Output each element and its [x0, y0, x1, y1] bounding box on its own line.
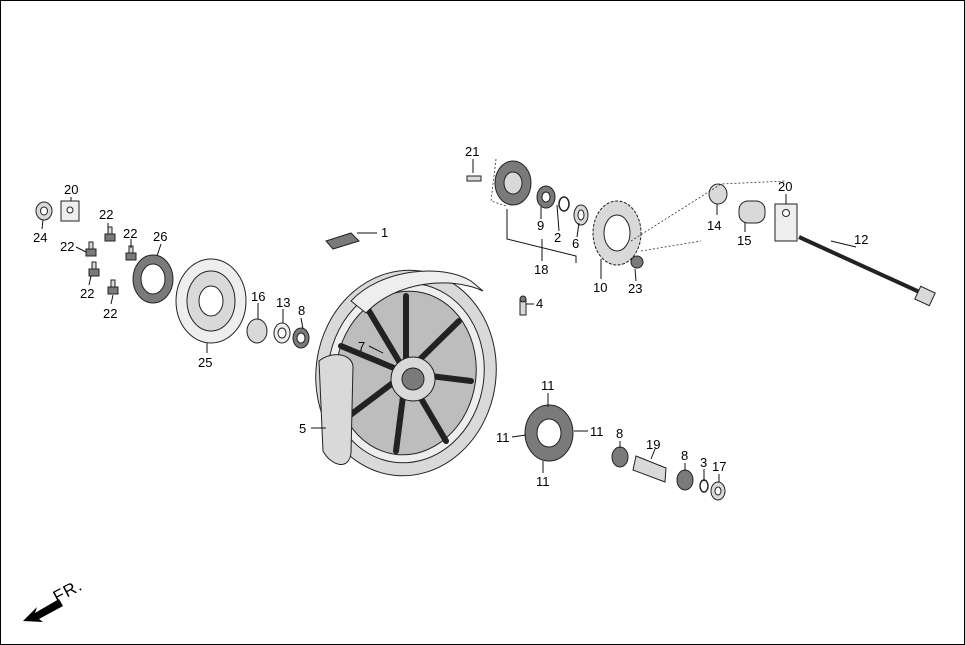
callout-8-left: 8 [298, 303, 305, 318]
part-4-bolt [519, 295, 527, 316]
part-8-bearing-mid [611, 446, 629, 468]
part-13-bearing [273, 322, 291, 344]
callout-21: 21 [465, 144, 479, 159]
callout-15: 15 [737, 233, 751, 248]
callout-12: 12 [854, 232, 868, 247]
callout-18: 18 [534, 262, 548, 277]
tire-section [318, 354, 354, 465]
part-26-abs-ring [132, 254, 174, 304]
callout-9: 9 [537, 218, 544, 233]
part-15-spacer [738, 200, 766, 224]
callout-20-right: 20 [778, 179, 792, 194]
callout-26: 26 [153, 229, 167, 244]
callout-20-left: 20 [64, 182, 78, 197]
part-23-nut [630, 255, 644, 269]
part-9-bearing [536, 185, 556, 209]
part-8-bearing-left [292, 327, 310, 349]
part-3-circlip [699, 479, 709, 493]
callout-1: 1 [381, 225, 388, 240]
callout-2: 2 [554, 230, 561, 245]
front-direction-label: FR. [50, 575, 86, 606]
callout-labels: 1 2 3 4 5 6 7 8 8 8 9 10 11 11 11 11 12 … [33, 144, 868, 489]
callout-16: 16 [251, 289, 265, 304]
callout-11-right: 11 [590, 424, 604, 439]
part-17-seal [710, 481, 726, 501]
part-8-bearing-right [676, 469, 694, 491]
callout-4: 4 [536, 296, 543, 311]
assembly-guide-lines [490, 158, 787, 252]
part-20-plate-right [774, 203, 798, 242]
callout-7: 7 [358, 339, 365, 354]
rear-wheel [315, 269, 497, 477]
callout-19: 19 [646, 437, 660, 452]
callout-22-c: 22 [123, 226, 137, 241]
callout-8-right: 8 [681, 448, 688, 463]
part-22-bolts [85, 226, 137, 295]
callout-8-mid: 8 [616, 426, 623, 441]
sprocket-hub [494, 160, 532, 206]
part-2-circlip [558, 196, 570, 212]
part-24-nut [35, 201, 53, 221]
callout-23: 23 [628, 281, 642, 296]
callout-5: 5 [299, 421, 306, 436]
callout-13: 13 [276, 295, 290, 310]
callout-11-left: 11 [496, 430, 510, 445]
tire-tread [350, 270, 484, 314]
part-6-seal [573, 204, 589, 226]
callout-22-b: 22 [60, 239, 74, 254]
part-25-brake-disc [175, 258, 247, 344]
callout-17: 17 [712, 459, 726, 474]
callout-22-a: 22 [99, 207, 113, 222]
callout-22-d: 22 [80, 286, 94, 301]
part-16-spacer [246, 318, 268, 344]
part-12-axle [798, 235, 936, 307]
part-20-plate-left [60, 200, 80, 222]
callout-14: 14 [707, 218, 721, 233]
part-14-collar [708, 183, 728, 205]
leader-lines [41, 159, 857, 482]
callout-3: 3 [700, 455, 707, 470]
callout-24: 24 [33, 230, 47, 245]
part-11-damper-rubbers [524, 404, 574, 462]
callout-22-e: 22 [103, 306, 117, 321]
callout-6: 6 [572, 236, 579, 251]
front-direction-marker: FR. [23, 575, 86, 622]
callout-11-top: 11 [541, 378, 555, 393]
part-21-bolt [466, 175, 482, 182]
part-1-valve [325, 232, 360, 250]
callout-10: 10 [593, 280, 607, 295]
callout-11-bottom: 11 [536, 474, 550, 489]
callout-25: 25 [198, 355, 212, 370]
part-19-distance-collar [632, 455, 667, 483]
part-10-sprocket [592, 200, 642, 266]
front-arrow-icon [23, 599, 63, 622]
